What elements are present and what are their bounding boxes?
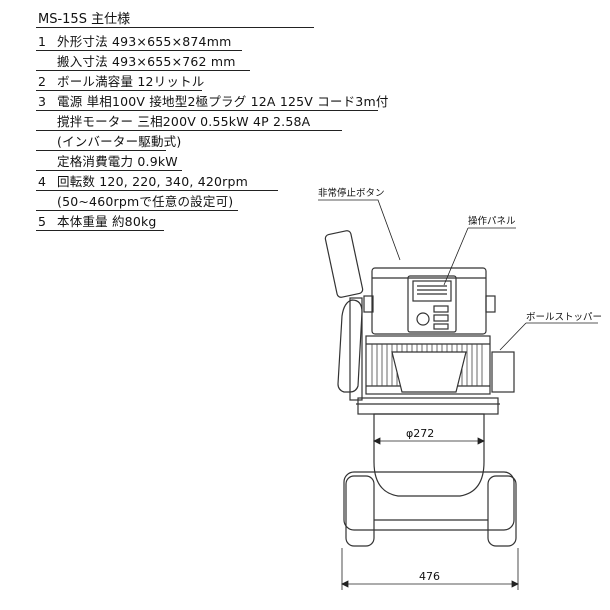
right-wheel [487, 475, 517, 547]
label-control-panel: 操作パネル [468, 215, 516, 227]
spec-row-underline [36, 210, 238, 211]
label-bowl-stopper: ボールストッパー [526, 312, 602, 323]
width-dimension [341, 548, 519, 590]
spec-row-text: ボール満容量 12リットル [57, 74, 205, 89]
spec-row: 定格消費電力 0.9kW [38, 152, 178, 172]
spec-row-number: 3 [38, 94, 47, 109]
spec-row: 1 外形寸法 493×655×874mm [38, 32, 231, 52]
control-panel [407, 275, 457, 333]
spec-row-number: 1 [38, 34, 47, 49]
spec-row-number: 5 [38, 214, 47, 229]
spec-row-underline [36, 230, 164, 231]
spec-row-underline [36, 50, 242, 51]
bowl-diameter-dimension [373, 437, 485, 445]
spec-row-text: 本体重量 約80kg [57, 214, 157, 229]
spec-row-underline [36, 170, 182, 171]
handle-arm [324, 230, 364, 393]
label-bowl-diameter: φ272 [406, 427, 434, 440]
spec-row-text: 電源 単相100V 接地型2極プラグ 12A 125V コード3m付 [57, 94, 389, 109]
leader-emergency-stop [318, 199, 401, 261]
spec-row-text: 回転数 120, 220, 340, 420rpm [57, 174, 248, 189]
spec-row: 撹拌モーター 三相200V 0.55kW 4P 2.58A [38, 112, 310, 132]
bowl-rim [357, 397, 499, 415]
left-wheel [345, 475, 375, 547]
bowl-stopper [491, 351, 515, 393]
label-emergency-stop: 非常停止ボタン [318, 187, 385, 199]
spec-row-text: (50~460rpmで任意の設定可) [57, 194, 234, 209]
spec-row-text: 定格消費電力 0.9kW [57, 154, 178, 169]
spec-row-underline [36, 70, 250, 71]
motor-head [363, 267, 496, 335]
spec-row-underline [36, 190, 278, 191]
spec-row-text: 外形寸法 493×655×874mm [57, 34, 232, 49]
spec-row-underline [36, 90, 202, 91]
spec-title: MS-15S 主仕様 [38, 12, 131, 27]
spec-row-text: 撹拌モーター 三相200V 0.55kW 4P 2.58A [57, 114, 311, 129]
spec-row: 3 電源 単相100V 接地型2極プラグ 12A 125V コード3m付 [38, 92, 389, 112]
spec-title-underline [36, 27, 314, 28]
spec-row: 搬入寸法 493×655×762 mm [38, 52, 236, 72]
bowl [373, 413, 485, 497]
base-frame [343, 471, 515, 531]
beater [391, 351, 467, 393]
spec-row-number: 4 [38, 174, 47, 189]
spec-row: (50~460rpmで任意の設定可) [38, 192, 233, 212]
spec-row-text: (インバーター駆動式) [57, 134, 182, 149]
column [349, 297, 363, 401]
spec-row-underline [36, 130, 342, 131]
label-width: 476 [419, 570, 440, 583]
spec-row-text: 搬入寸法 493×655×762 mm [57, 54, 236, 69]
spec-row: 5 本体重量 約80kg [38, 212, 157, 232]
spec-row-number: 2 [38, 74, 47, 89]
spec-row-underline [36, 110, 378, 111]
spec-row: 4 回転数 120, 220, 340, 420rpm [38, 172, 248, 192]
spec-row: (インバーター駆動式) [38, 132, 181, 152]
spec-row: 2 ボール満容量 12リットル [38, 72, 204, 92]
spec-row-underline [36, 150, 166, 151]
